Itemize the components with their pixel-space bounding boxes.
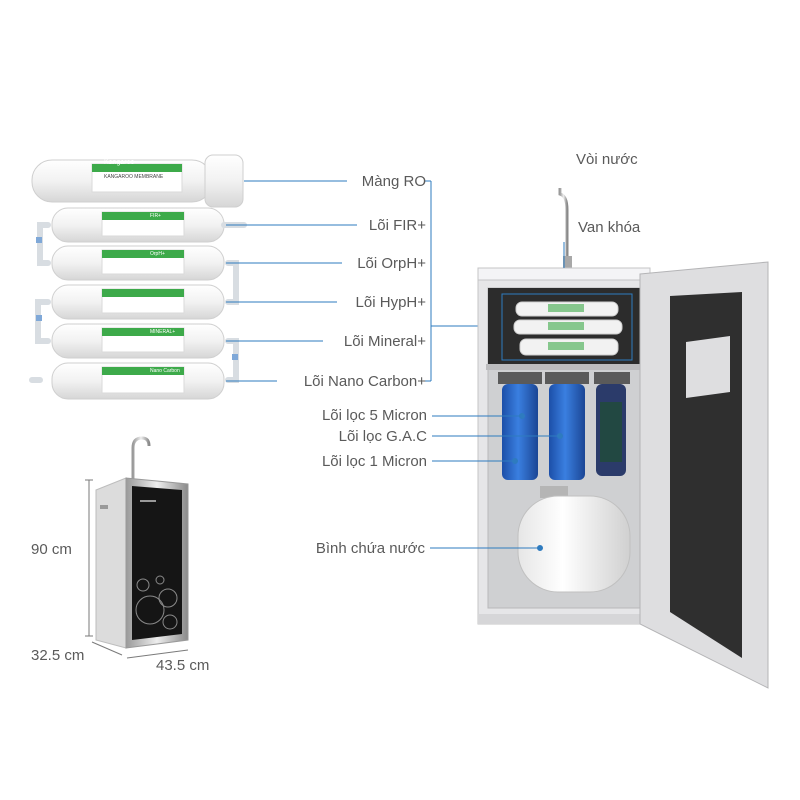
dimension-lines bbox=[85, 479, 189, 659]
label-faucet: Vòi nước bbox=[576, 151, 638, 168]
label-fir: Lõi FIR+ bbox=[368, 217, 426, 234]
nano-carbon-cartridge bbox=[51, 362, 225, 400]
fir-cartridge bbox=[51, 207, 225, 243]
ro-membrane-cartridge bbox=[31, 154, 244, 208]
orph-label-text: OrpH+ bbox=[150, 251, 165, 257]
blue-filter-housings bbox=[498, 372, 630, 480]
tube-caps bbox=[36, 237, 238, 360]
nano-label-text: Nano Carbon bbox=[150, 368, 180, 374]
label-1-micron: Lõi lọc 1 Micron bbox=[321, 453, 427, 470]
dimension-height: 90 cm bbox=[31, 541, 72, 558]
dimension-width: 43.5 cm bbox=[156, 657, 210, 674]
label-mineral: Lõi Mineral+ bbox=[343, 333, 426, 350]
label-orph: Lõi OrpH+ bbox=[357, 255, 426, 272]
label-hyph: Lõi HypH+ bbox=[355, 294, 426, 311]
mineral-cartridge bbox=[51, 323, 225, 359]
orph-cartridge bbox=[51, 245, 225, 281]
cartridge-stack bbox=[29, 154, 247, 400]
mineral-label-text: MINERAL+ bbox=[150, 329, 176, 335]
label-ro-membrane: Màng RO bbox=[361, 173, 426, 190]
fir-label-text: FIR+ bbox=[150, 213, 161, 219]
label-gac: Lõi lọc G.A.C bbox=[338, 428, 427, 445]
dimension-depth: 32.5 cm bbox=[31, 647, 85, 664]
storage-tank bbox=[517, 486, 631, 593]
cabinet bbox=[477, 188, 769, 689]
membrane-label-text: KANGAROO MEMBRANE bbox=[104, 174, 164, 180]
label-nano-carbon: Lõi Nano Carbon+ bbox=[303, 373, 426, 390]
small-unit bbox=[95, 436, 189, 649]
hyph-cartridge bbox=[51, 284, 225, 320]
cartridge-leader-lines bbox=[226, 180, 503, 382]
label-valve: Van khóa bbox=[578, 219, 641, 236]
label-5-micron: Lõi lọc 5 Micron bbox=[321, 407, 427, 424]
label-tank: Bình chứa nước bbox=[315, 540, 425, 557]
cabinet-leader-lines bbox=[430, 242, 565, 551]
membrane-logo-text: Kangaroo bbox=[104, 159, 135, 166]
inner-small-cartridges bbox=[513, 301, 623, 356]
cabinet-door bbox=[639, 261, 769, 689]
